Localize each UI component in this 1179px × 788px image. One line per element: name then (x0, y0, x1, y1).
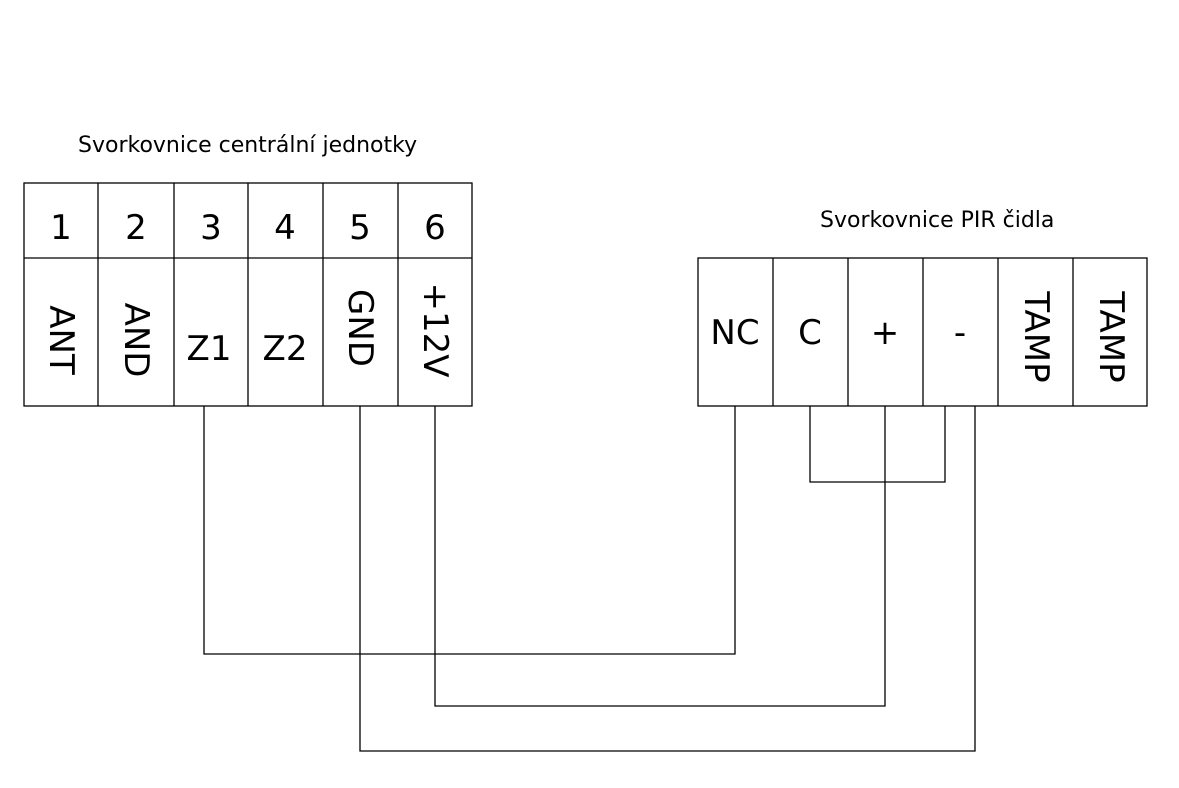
central-terminal-block: Svorkovnice centrální jednotky 1 2 3 4 5… (23, 133, 473, 407)
terminal-number-2: 2 (125, 208, 147, 248)
wire-z1-nc (203, 406, 736, 655)
terminal-label-and: AND (116, 303, 156, 378)
terminal-number-5: 5 (349, 208, 371, 248)
wire-12v-plus (434, 406, 886, 707)
terminal-label-z2: Z2 (263, 329, 308, 369)
pir-grid (697, 257, 1148, 407)
terminal-label-gnd: GND (340, 289, 380, 367)
terminal-label-z1: Z1 (187, 329, 232, 369)
terminal-number-4: 4 (274, 208, 296, 248)
central-title: Svorkovnice centrální jednotky (78, 133, 417, 158)
central-grid (23, 182, 473, 407)
pir-title: Svorkovnice PIR čidla (820, 208, 1054, 233)
wire-c-minus-bridge (809, 406, 946, 483)
pir-label-tamp-1: TAMP (1016, 290, 1056, 382)
pir-label-minus: - (954, 313, 966, 353)
pir-label-tamp-2: TAMP (1091, 290, 1131, 382)
terminal-number-6: 6 (424, 208, 446, 248)
pir-label-plus: + (871, 313, 900, 353)
pir-label-nc: NC (710, 313, 759, 353)
pir-terminal-block: Svorkovnice PIR čidla NC C + - TAMP TAMP (697, 208, 1148, 407)
wire-gnd-minus (359, 406, 976, 752)
terminal-label-ant: ANT (41, 305, 81, 375)
terminal-number-1: 1 (50, 208, 72, 248)
terminal-label-12v: +12V (415, 282, 455, 377)
pir-label-c: C (798, 313, 822, 353)
wires (203, 406, 976, 752)
terminal-number-3: 3 (200, 208, 222, 248)
